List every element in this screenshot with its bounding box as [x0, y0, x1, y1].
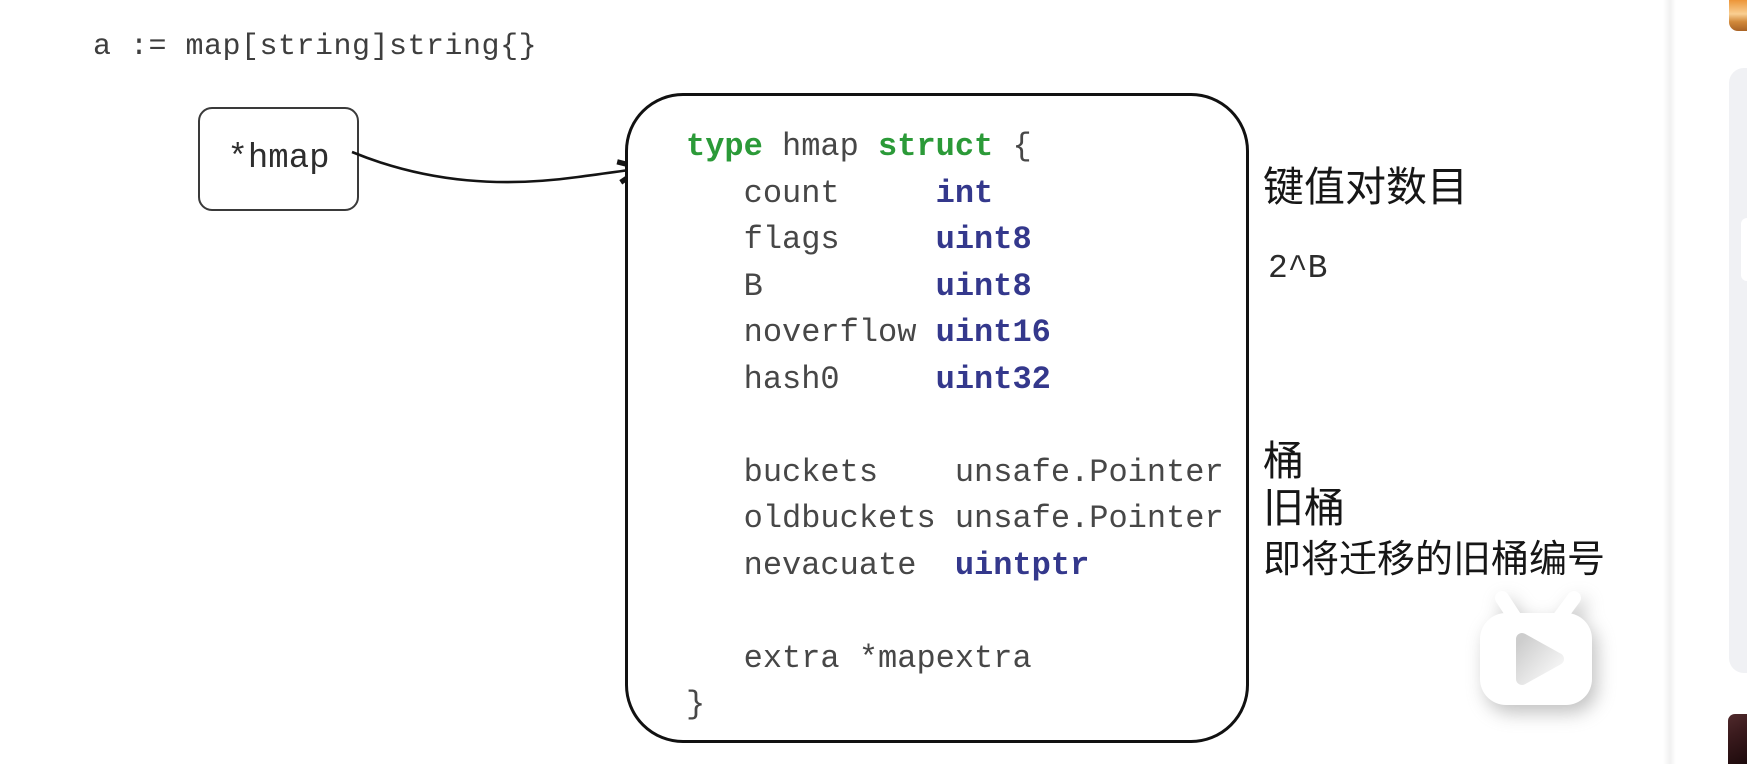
hmap-pointer-box: *hmap	[198, 107, 359, 211]
code-line: B uint8	[686, 267, 1032, 305]
map-declaration: a := map[string]string{}	[93, 30, 538, 64]
code-line: type hmap struct {	[686, 128, 1032, 165]
struct-code: type hmap struct { count int flags uint8…	[686, 124, 1224, 729]
page-edge-divider	[1663, 0, 1676, 764]
hmap-pointer-label: *hmap	[227, 140, 330, 178]
annotation-buckets: 桶	[1263, 437, 1304, 485]
annotation-b: 2^B	[1268, 250, 1328, 287]
code-line: oldbuckets unsafe.Pointer	[686, 500, 1224, 537]
sidebar-orange-badge[interactable]	[1729, 0, 1747, 31]
code-line: noverflow uint16	[686, 314, 1051, 351]
annotation-oldbuckets: 旧桶	[1263, 484, 1345, 532]
sidebar-panel-sliver	[1729, 68, 1747, 673]
code-line: nevacuate uintptr	[686, 546, 1090, 584]
code-line	[686, 589, 1224, 636]
sidebar-panel-notch	[1741, 218, 1747, 281]
sidebar-video-thumbnail[interactable]	[1728, 714, 1747, 764]
code-line: flags uint8	[686, 221, 1032, 258]
hmap-struct-box: type hmap struct { count int flags uint8…	[625, 93, 1249, 743]
code-line: }	[686, 686, 706, 723]
code-line: count int	[686, 174, 994, 212]
code-line: hash0 uint32	[686, 360, 1051, 398]
tv-play-icon	[1480, 591, 1592, 705]
code-line	[686, 403, 1224, 450]
annotation-count: 键值对数目	[1263, 163, 1468, 211]
code-line: extra *mapextra	[686, 639, 1032, 677]
code-line: buckets unsafe.Pointer	[686, 453, 1224, 491]
annotation-nevacuate: 即将迁移的旧桶编号	[1263, 537, 1606, 581]
